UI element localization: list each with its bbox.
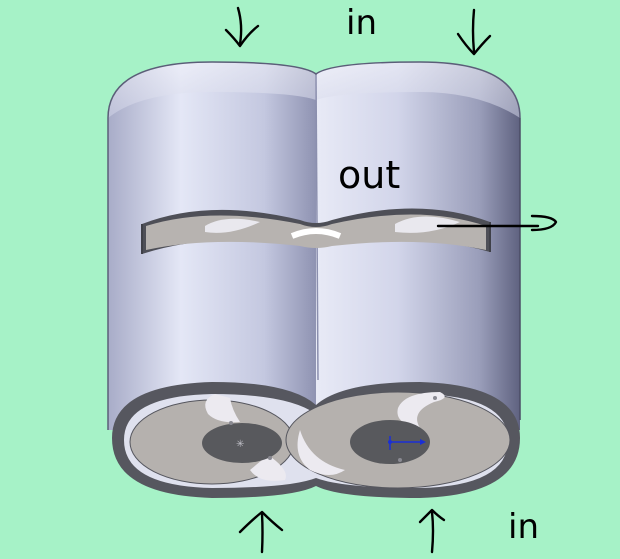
up-arrow-icon <box>238 510 284 554</box>
outlet-slot <box>141 208 491 254</box>
up-arrow-icon <box>418 508 446 554</box>
right-cylinder-body <box>316 62 520 430</box>
down-arrow-icon <box>456 8 492 56</box>
housing <box>107 61 521 430</box>
annotations <box>224 6 558 554</box>
right-rotor <box>285 391 511 489</box>
left-rotor-lobe <box>205 394 240 423</box>
down-arrow-icon <box>224 6 260 48</box>
left-rotor: ✳ <box>129 394 295 485</box>
inlet-label-top: in <box>346 3 377 43</box>
right-arrow-icon <box>436 214 558 232</box>
origin-mark-icon: ✳ <box>236 439 244 450</box>
left-cylinder-body <box>108 62 316 430</box>
inlet-label-bottom: in <box>508 507 539 547</box>
outlet-label: out <box>338 153 400 197</box>
right-rotor-lobe <box>397 392 445 428</box>
left-rotor-hub <box>202 423 282 463</box>
axis-triad-icon <box>388 436 426 450</box>
housing-top-face <box>108 62 520 118</box>
bottom-face: ✳ <box>112 382 520 498</box>
